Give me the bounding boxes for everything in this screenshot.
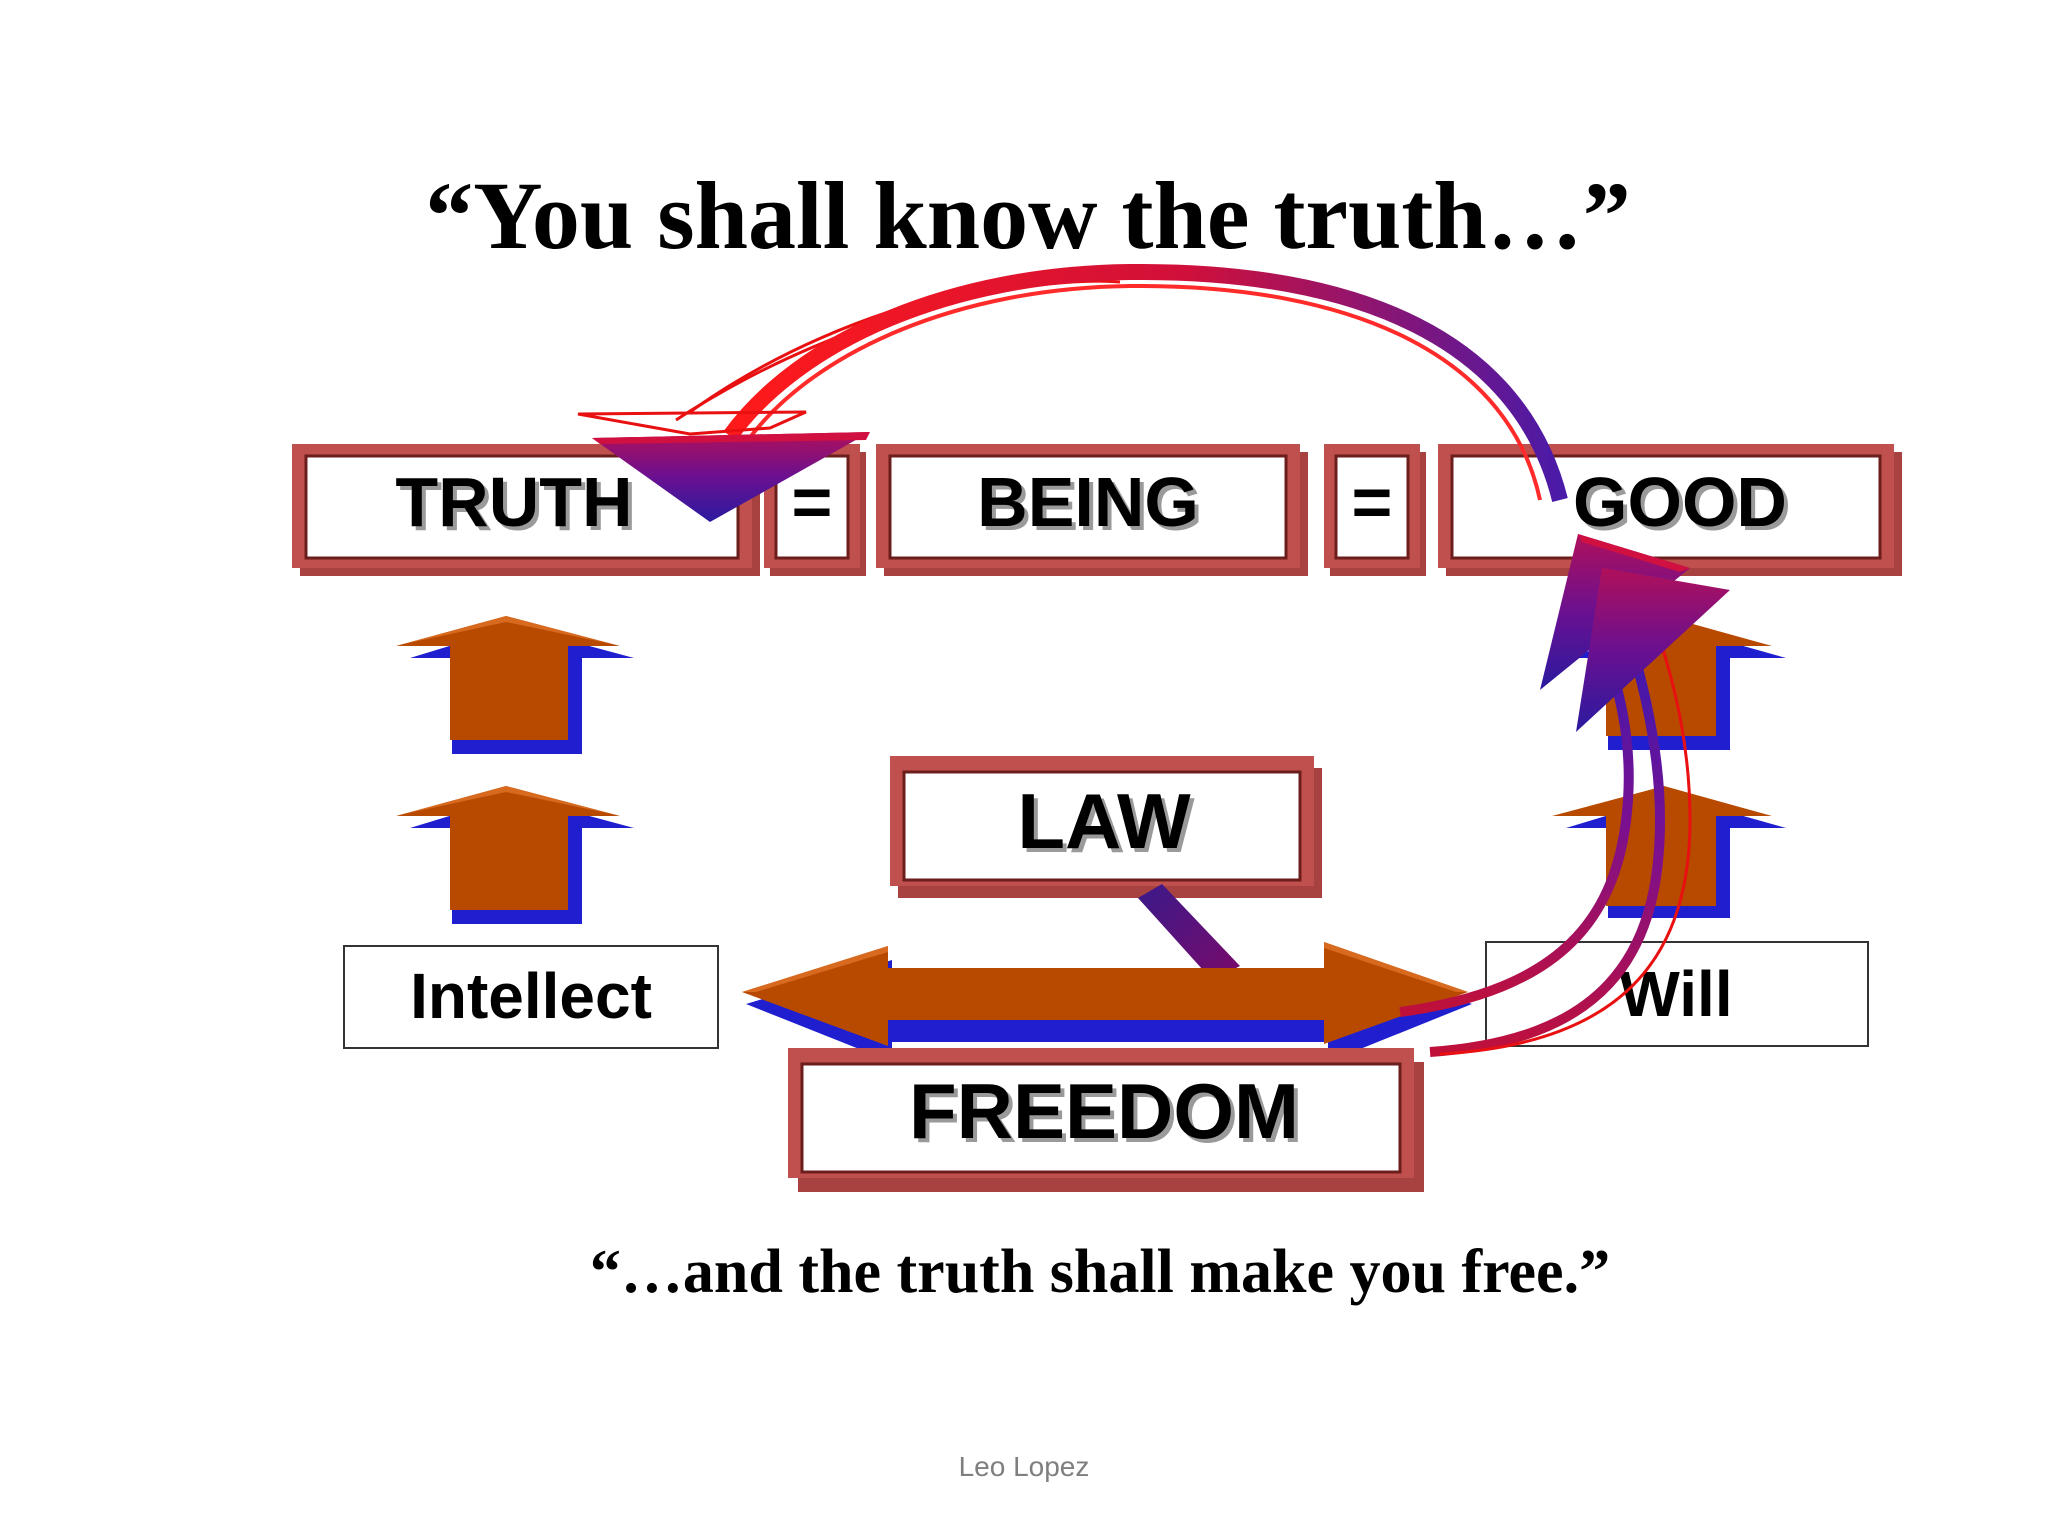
law-connector-arrow xyxy=(1138,884,1240,980)
good-to-truth-curved-arrow xyxy=(577,263,1568,522)
intellect-box: Intellect xyxy=(343,945,719,1049)
equals-label-1: = xyxy=(792,463,833,541)
being-box: BEING BEING xyxy=(876,444,1308,576)
freedom-box: FREEDOM FREEDOM xyxy=(788,1048,1424,1192)
truth-label-shadow: TRUTH xyxy=(399,467,636,545)
law-label: LAW xyxy=(1017,777,1191,865)
being-label-shadow: BEING xyxy=(981,467,1203,545)
will-up-arrow-lower xyxy=(1552,786,1786,918)
freedom-label-shadow: FREEDOM xyxy=(913,1071,1303,1159)
quote-bottom: “…and the truth shall make you free.” xyxy=(590,1238,1610,1306)
truth-label: TRUTH xyxy=(395,463,632,541)
equals-label-2: = xyxy=(1352,463,1393,541)
quote-top: “You shall know the truth…” xyxy=(425,162,1631,269)
footer-author: Leo Lopez xyxy=(959,1451,1090,1482)
freedom-double-arrow xyxy=(742,942,1472,1062)
intellect-up-arrow-upper xyxy=(396,616,634,754)
law-label-shadow: LAW xyxy=(1021,781,1195,869)
good-label: GOOD xyxy=(1573,463,1787,541)
will-label: Will xyxy=(1619,958,1732,1030)
intellect-up-arrow-lower xyxy=(396,786,634,924)
freedom-label: FREEDOM xyxy=(909,1067,1299,1155)
being-label: BEING xyxy=(977,463,1199,541)
intellect-label: Intellect xyxy=(410,960,652,1032)
equals-box-2: = xyxy=(1324,444,1426,576)
good-label-shadow: GOOD xyxy=(1577,467,1791,545)
freedom-to-good-curved-arrows xyxy=(1399,534,1730,1057)
law-box: LAW LAW xyxy=(890,756,1322,898)
good-box: GOOD GOOD xyxy=(1438,444,1902,576)
